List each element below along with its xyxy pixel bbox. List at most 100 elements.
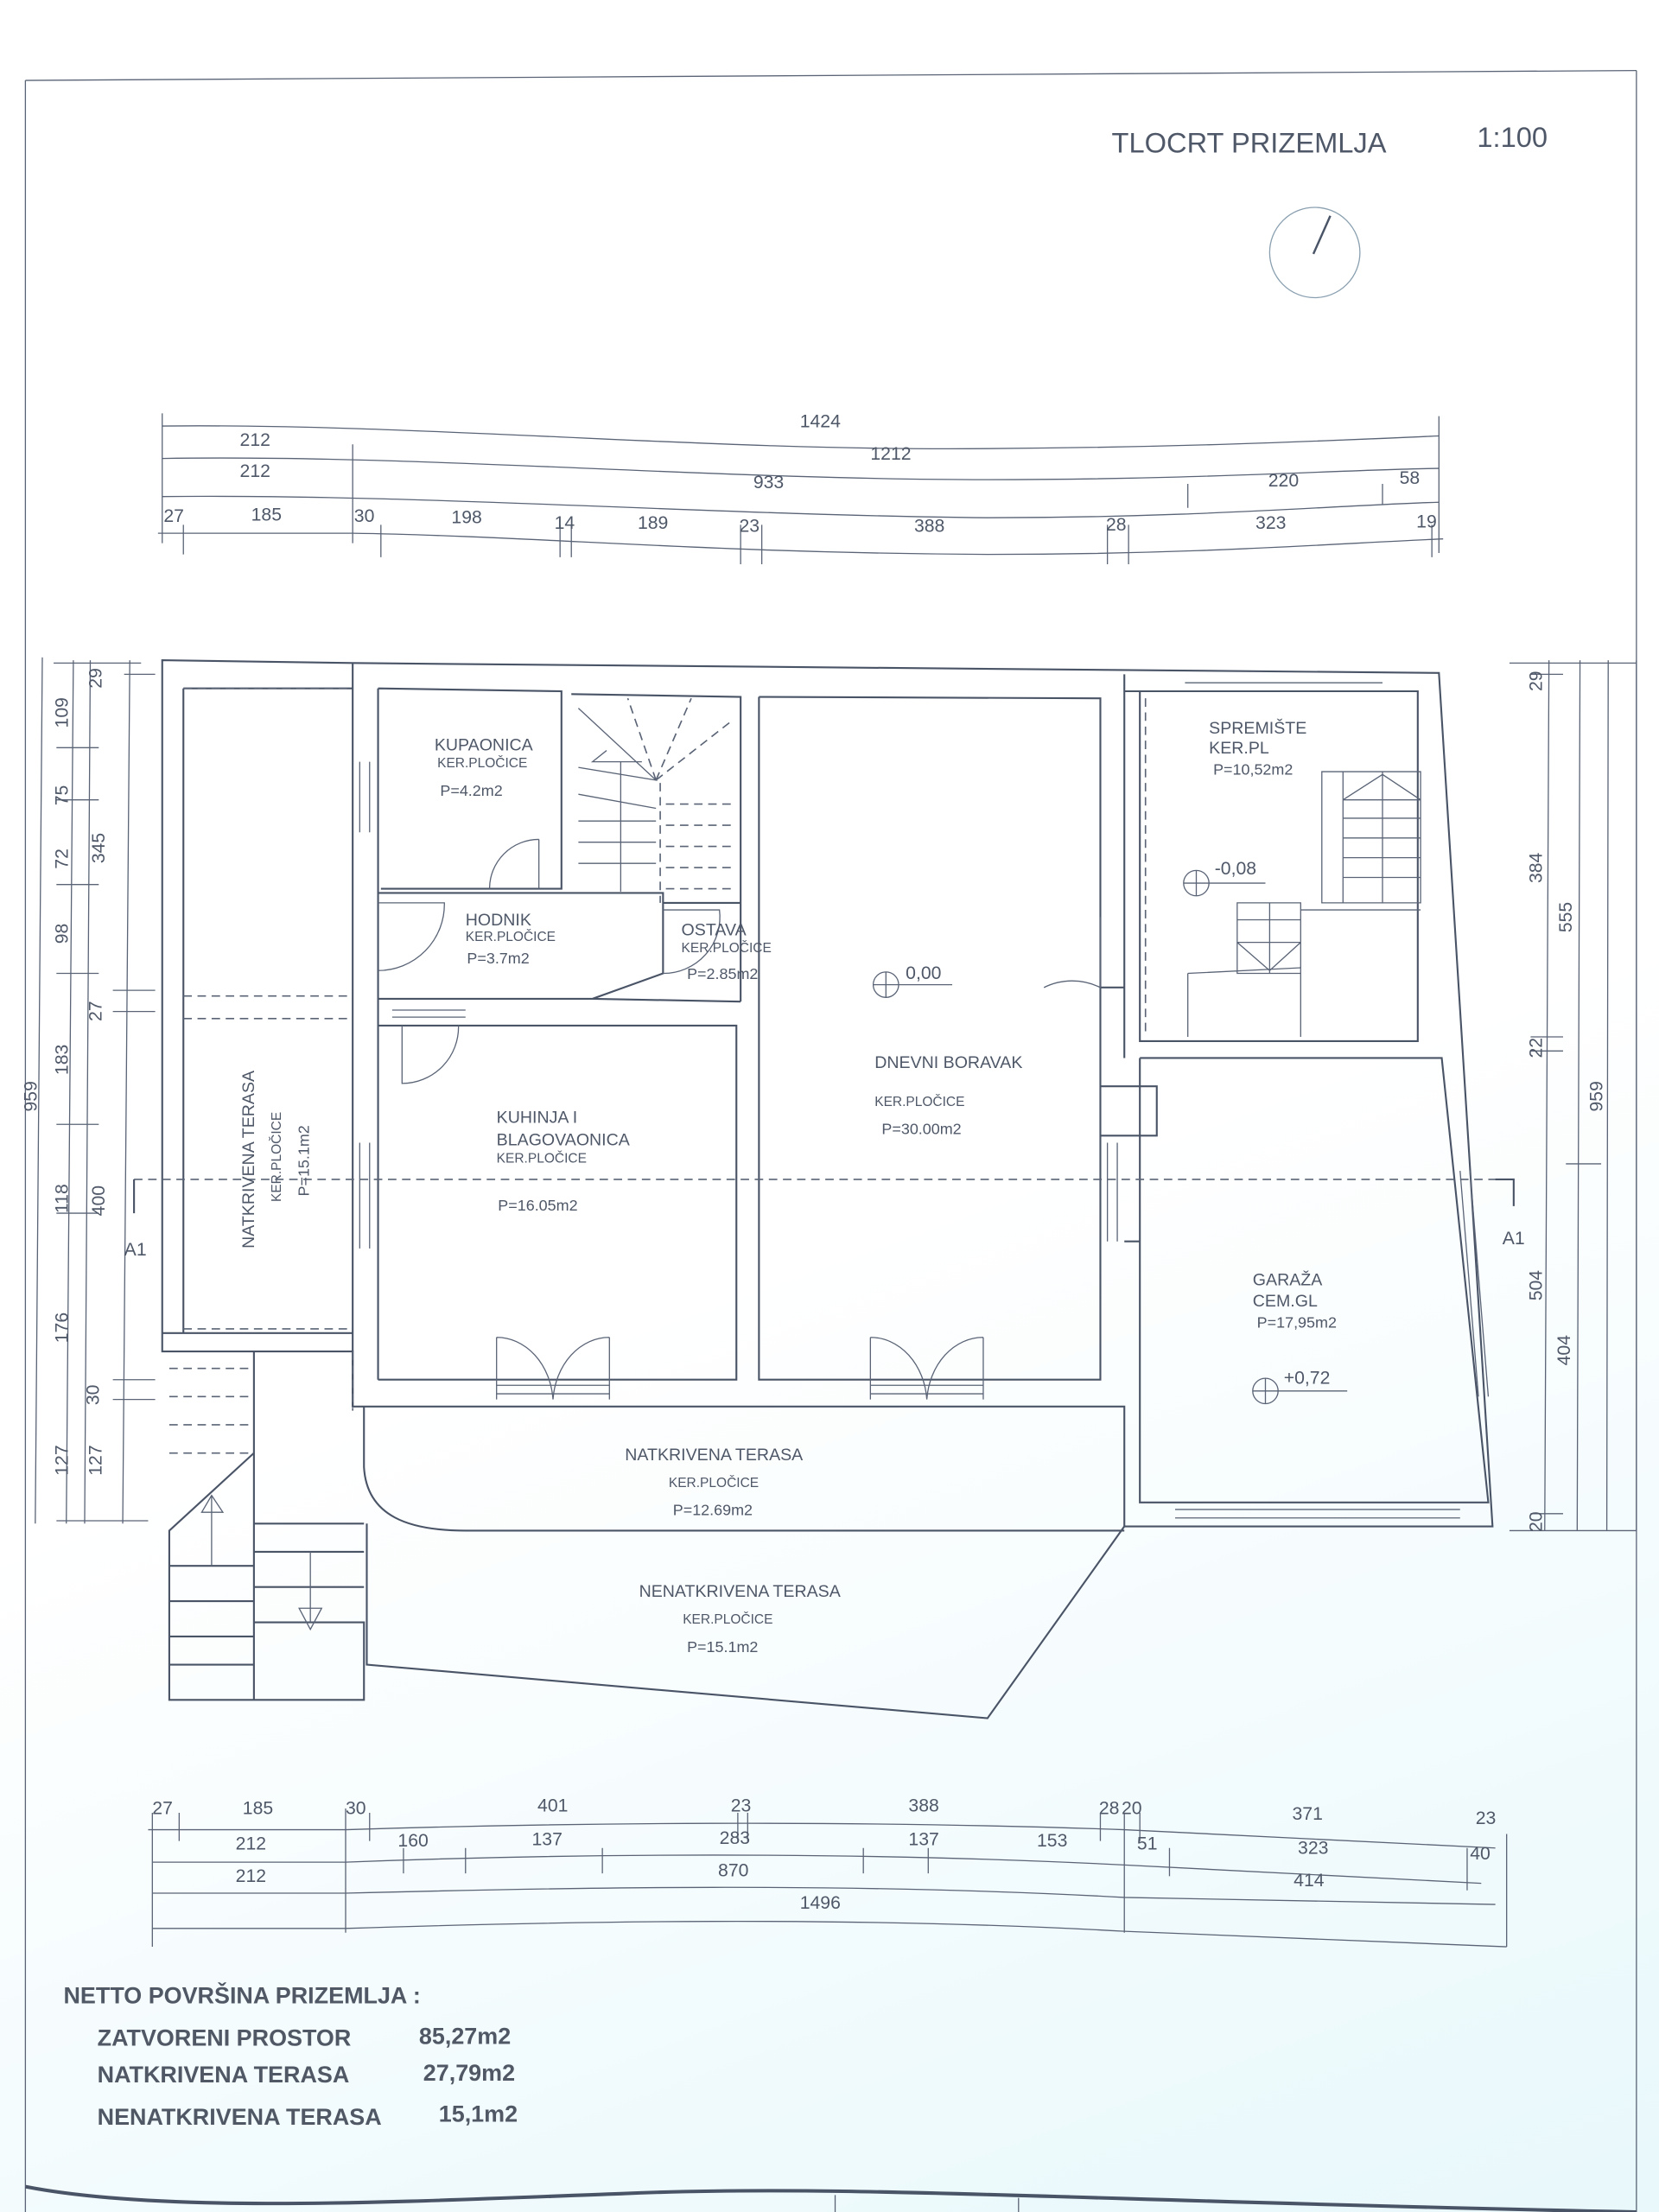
- drawing-title: TLOCRT PRIZEMLJA: [1112, 126, 1387, 158]
- level-marker: -0,08: [1183, 859, 1266, 897]
- dim-label: 14: [555, 513, 575, 533]
- dim-label: 20: [1122, 1799, 1142, 1819]
- dim-label: 29: [86, 668, 106, 689]
- dim-label: 504: [1526, 1270, 1546, 1301]
- summary-value: 85,27m2: [419, 2024, 511, 2050]
- room-area: P=17,95m2: [1257, 1313, 1337, 1331]
- dim-label: 30: [346, 1799, 366, 1819]
- room-nenatkrivena-terasa: NENATKRIVENA TERASA KER.PLOČICE P=15.1m2: [639, 1582, 842, 1656]
- dim-label: 400: [89, 1185, 109, 1216]
- dim-label: 220: [1268, 471, 1299, 491]
- level-value: +0,72: [1284, 1369, 1331, 1389]
- room-area: P=4.2m2: [440, 782, 502, 799]
- summary-label: NENATKRIVENA TERASA: [98, 2104, 382, 2130]
- dim-label: 212: [240, 430, 270, 450]
- dim-label: 212: [240, 461, 270, 481]
- dim-label: 401: [537, 1796, 568, 1815]
- summary-value: 15,1m2: [439, 2101, 518, 2127]
- room-floor: KER.PLOČICE: [270, 1112, 284, 1202]
- room-floor: KER.PLOČICE: [683, 1612, 772, 1627]
- room-spremiste: SPREMIŠTE KER.PL P=10,52m2: [1209, 718, 1306, 778]
- dim-label: 23: [740, 517, 760, 537]
- level-value: -0,08: [1215, 859, 1256, 879]
- room-name: NENATKRIVENA TERASA: [639, 1582, 842, 1601]
- room-name: KUPAONICA: [435, 736, 534, 755]
- dim-label: 127: [86, 1445, 106, 1475]
- room-kuhinja: KUHINJA I BLAGOVAONICA KER.PLOČICE P=16.…: [497, 1109, 631, 1214]
- left-dimensions: 959 109 75 72 98 183 118 176 127 29 345 …: [21, 657, 156, 1524]
- dim-label: 29: [1526, 671, 1546, 691]
- room-name: KUHINJA I: [497, 1109, 578, 1128]
- room-natkrivena-terasa: NATKRIVENA TERASA KER.PLOČICE P=12.69m2: [625, 1446, 804, 1519]
- room-name: SPREMIŠTE: [1209, 718, 1306, 738]
- dim-label: 323: [1298, 1838, 1328, 1858]
- summary-label: NATKRIVENA TERASA: [98, 2062, 350, 2088]
- room-name: OSTAVA: [682, 920, 747, 939]
- room-name: NATKRIVENA TERASA: [625, 1446, 804, 1465]
- room-area: P=2.85m2: [687, 965, 758, 982]
- room-name: HODNIK: [466, 911, 531, 930]
- dim-label: 19: [1416, 512, 1437, 532]
- dim-label: 160: [397, 1831, 428, 1851]
- dim-label: 137: [532, 1830, 563, 1850]
- room-floor: KER.PLOČICE: [437, 756, 527, 771]
- north-arrow-icon: [1268, 207, 1361, 299]
- room-kupaonica: KUPAONICA KER.PLOČICE P=4.2m2: [435, 736, 534, 799]
- dim-label: 27: [163, 506, 184, 526]
- dim-label: 959: [1587, 1081, 1607, 1111]
- right-dimensions: 29 384 22 504 20 555 404 959: [1509, 660, 1637, 1532]
- dim-label: 30: [83, 1385, 103, 1406]
- dim-label: 28: [1099, 1799, 1120, 1819]
- dim-label: 23: [1476, 1808, 1497, 1828]
- bottom-dimensions: 27 185 30 401 23 388 28 20 371 23 212 16…: [148, 1796, 1508, 1948]
- dim-label: 118: [52, 1184, 72, 1213]
- room-dnevni-boravak: DNEVNI BORAVAK KER.PLOČICE P=30.00m2: [874, 1053, 1022, 1138]
- dim-label: 185: [243, 1799, 273, 1819]
- room-floor: KER.PLOČICE: [497, 1151, 587, 1166]
- room-area: P=15.1m2: [296, 1125, 313, 1196]
- section-marker-right: A1: [1503, 1229, 1525, 1249]
- dim-label: 20: [1526, 1511, 1546, 1532]
- room-floor: KER.PL: [1209, 739, 1269, 758]
- floor-plan: A1 A1 0,00 -0,08 +0,72: [124, 659, 1525, 1719]
- room-floor: KER.PLOČICE: [682, 941, 772, 956]
- drawing-scale: 1:100: [1477, 121, 1548, 153]
- area-summary: NETTO POVRŠINA PRIZEMLJA : ZATVORENI PRO…: [63, 1980, 518, 2129]
- dim-label: 30: [354, 506, 375, 526]
- dim-label: 870: [718, 1860, 748, 1880]
- dim-label: 75: [52, 785, 72, 806]
- dim-label: 23: [731, 1796, 752, 1815]
- staircase-icon: [577, 697, 734, 903]
- room-area: P=10,52m2: [1213, 760, 1293, 778]
- dim-label: 40: [1470, 1844, 1491, 1864]
- dim-label: 58: [1400, 468, 1421, 488]
- summary-value: 27,79m2: [423, 2060, 515, 2086]
- dim-label: 555: [1556, 902, 1576, 932]
- room-name: GARAŽA: [1253, 1269, 1323, 1289]
- room-ostava: OSTAVA KER.PLOČICE P=2.85m2: [682, 920, 772, 982]
- section-marker-left: A1: [124, 1240, 147, 1260]
- room-name: BLAGOVAONICA: [497, 1131, 631, 1150]
- dim-label: 404: [1554, 1335, 1574, 1366]
- summary-heading: NETTO POVRŠINA PRIZEMLJA :: [63, 1980, 420, 2008]
- stair-arrow-icon: [200, 1494, 323, 1631]
- dim-label: 51: [1137, 1834, 1158, 1853]
- dim-label: 189: [638, 513, 668, 533]
- dim-label: 933: [753, 473, 784, 493]
- room-floor: KER.PLOČICE: [466, 930, 556, 944]
- dim-label: 153: [1037, 1831, 1067, 1851]
- dim-label: 1496: [800, 1893, 841, 1913]
- dim-label: 414: [1294, 1871, 1325, 1891]
- dim-label: 72: [52, 849, 72, 869]
- room-name: NATKRIVENA TERASA: [239, 1070, 258, 1249]
- room-hodnik: HODNIK KER.PLOČICE P=3.7m2: [466, 911, 556, 967]
- dim-label: 22: [1526, 1038, 1546, 1058]
- room-natkrivena-terasa-left: NATKRIVENA TERASA KER.PLOČICE P=15.1m2: [239, 1070, 313, 1249]
- dim-label: 109: [52, 697, 72, 728]
- top-dimensions: 1424 212 1212 212 933 220 58 27 185 30 1…: [157, 412, 1444, 565]
- dim-label: 137: [908, 1830, 938, 1850]
- room-floor: KER.PLOČICE: [669, 1476, 759, 1491]
- dim-label: 1424: [800, 412, 841, 432]
- level-marker: +0,72: [1252, 1369, 1348, 1405]
